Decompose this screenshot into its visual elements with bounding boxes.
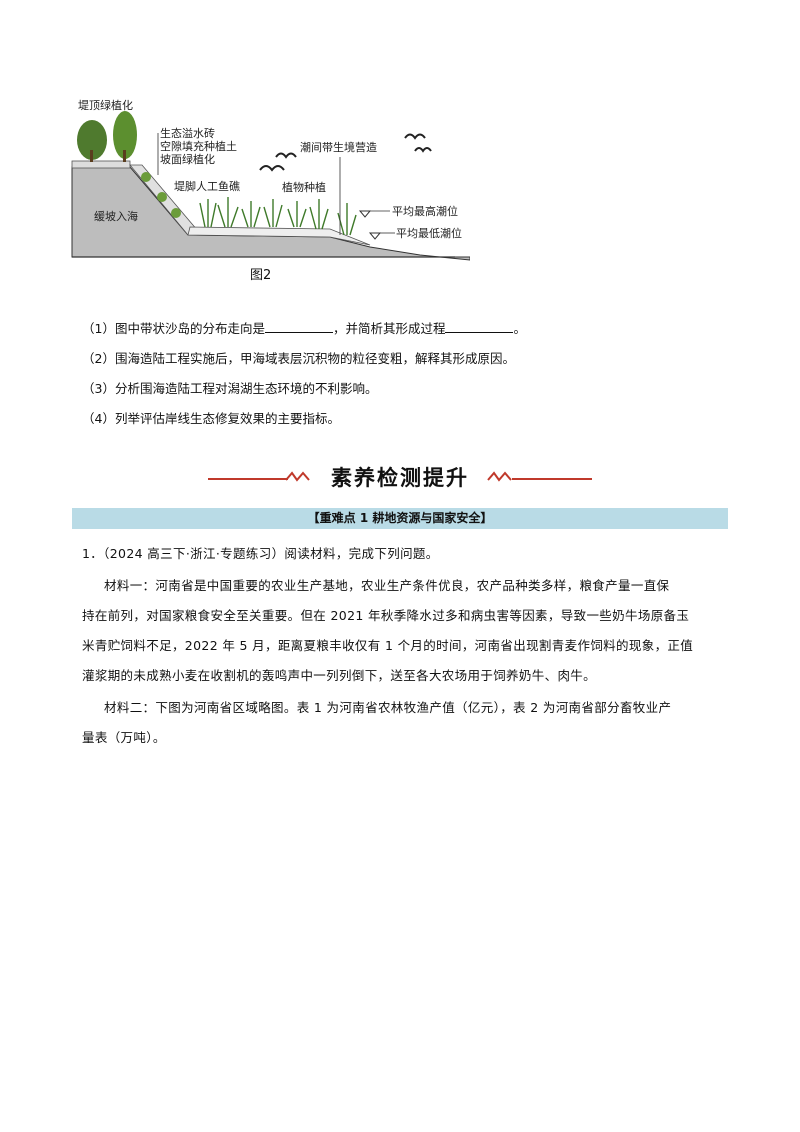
figure-caption: 图2 (250, 268, 272, 283)
tidal-platform (187, 226, 371, 246)
zigzag-icon (285, 471, 310, 482)
label-top-green: 堤顶绿植化 (78, 99, 133, 112)
label-high-tide: 平均最高潮位 (392, 205, 458, 218)
label-fish-nest: 堤脚人工鱼礁 (174, 180, 240, 193)
zigzag-icon (487, 471, 512, 482)
title-decoration-left (208, 478, 288, 480)
label-plant: 植物种植 (282, 181, 326, 194)
section-title: 素养检测提升 (0, 462, 800, 492)
answer-blank-1[interactable] (264, 320, 333, 333)
label-eco-brick: 生态溢水砖 (160, 127, 215, 140)
material-1-line-1: 材料一：河南省是中国重要的农业生产基地，农业生产条件优良，农产品种类多样，粮食产… (104, 578, 670, 593)
bird-icon (404, 133, 426, 140)
bird-icon (414, 147, 432, 153)
bird-icon (275, 152, 297, 159)
answer-blank-2[interactable] (445, 320, 514, 333)
high-tide-marker (358, 210, 372, 218)
material-1-line-3: 米青贮饲料不足，2022 年 5 月，距离夏粮丰收仅有 1 个月的时间，河南省出… (82, 638, 694, 653)
question-2: （2）围海造陆工程实施后，甲海域表层沉积物的粒径变粗，解释其形成原因。 (82, 351, 515, 366)
tree-trunk (90, 150, 93, 162)
problem-header: 1．（2024 高三下·浙江·专题练习）阅读材料，完成下列问题。 (82, 546, 439, 561)
shrub-icon (171, 208, 181, 218)
label-tidal-zone: 潮间带生境营造 (300, 141, 377, 154)
material-1-line-4: 灌浆期的未成熟小麦在收割机的轰鸣声中一列列倒下，送至各大农场用于饲养奶牛、肉牛。 (82, 668, 597, 683)
tree-icon (113, 111, 137, 159)
title-decoration-right (512, 478, 592, 480)
question-4: （4）列举评估岸线生态修复效果的主要指标。 (82, 411, 340, 426)
topic-banner: 【重难点 1 耕地资源与国家安全】 (72, 508, 728, 529)
q1-text-c: 。 (513, 321, 526, 336)
shrub-icon (157, 192, 167, 202)
tree-icon (77, 120, 107, 160)
seawall-diagram (71, 111, 470, 261)
label-low-tide: 平均最低潮位 (396, 227, 462, 240)
material-1-line-2: 持在前列，对国家粮食安全至关重要。但在 2021 年秋季降水过多和病虫害等因素，… (82, 608, 690, 623)
question-3: （3）分析围海造陆工程对潟湖生态环境的不利影响。 (82, 381, 378, 396)
dike-top-pavement (71, 160, 131, 169)
section-title-text: 素养检测提升 (331, 466, 469, 490)
label-gap-fill: 空隙填充种植土 (160, 140, 237, 153)
figure-2: 堤顶绿植化 生态溢水砖 空隙填充种植土 坡面绿植化 潮间带生境营造 堤脚人工鱼礁… (70, 95, 470, 290)
low-tide-marker (368, 232, 382, 240)
q1-text-b: ，并简析其形成过程 (332, 321, 446, 336)
grass-icon (199, 197, 357, 236)
material-2-line-2: 量表（万吨）。 (82, 730, 166, 745)
question-1: （1）图中带状沙岛的分布走向是 ，并简析其形成过程 。 (82, 318, 526, 337)
shrub-icon (141, 172, 151, 182)
label-slope-green: 坡面绿植化 (160, 153, 215, 166)
bird-icon (259, 165, 285, 172)
label-slow-slope: 缓坡入海 (94, 210, 138, 223)
material-2-line-1: 材料二：下图为河南省区域略图。表 1 为河南省农林牧渔产值（亿元），表 2 为河… (104, 700, 672, 715)
tree-trunk (123, 150, 126, 162)
q1-text-a: （1）图中带状沙岛的分布走向是 (82, 321, 265, 336)
